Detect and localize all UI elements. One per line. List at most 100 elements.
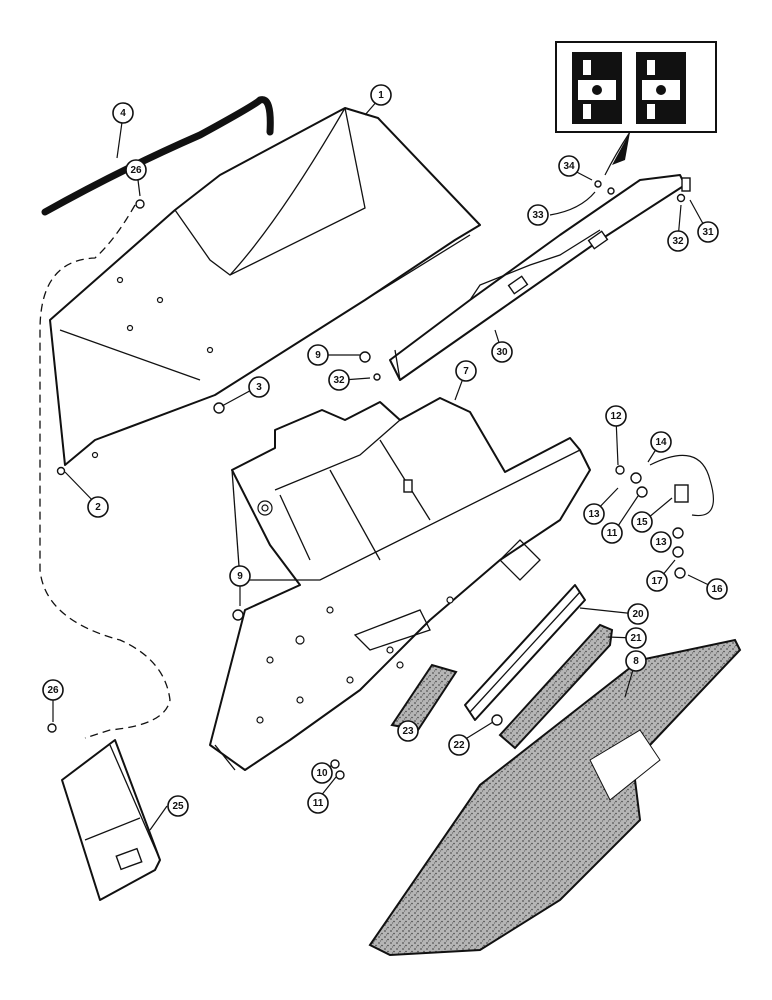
callout-c8: 8 (625, 650, 647, 672)
callout-number: 26 (47, 685, 59, 696)
callout-ring (601, 522, 623, 544)
callout-ring (307, 792, 329, 814)
callout-c9b: 9 (229, 565, 251, 587)
callout-c32a: 32 (328, 369, 350, 391)
callout-c32b: 32 (667, 230, 689, 252)
callout-c10: 10 (311, 762, 333, 784)
callout-ring (667, 230, 689, 252)
callout-number: 32 (333, 375, 345, 386)
callout-c26b: 26 (42, 679, 64, 701)
callout-c3: 3 (248, 376, 270, 398)
callout-ring (229, 565, 251, 587)
callout-number: 8 (633, 656, 639, 667)
callout-number: 13 (588, 509, 600, 520)
callout-number: 20 (632, 609, 644, 620)
callout-ring (397, 720, 419, 742)
callout-ring (631, 511, 653, 533)
callout-c13b: 13 (650, 531, 672, 553)
callout-c33: 33 (527, 204, 549, 226)
callout-number: 14 (655, 437, 667, 448)
callout-c14: 14 (650, 431, 672, 453)
callout-ring (328, 369, 350, 391)
callout-number: 15 (636, 517, 648, 528)
callout-ring (370, 84, 392, 106)
callout-number: 7 (463, 366, 469, 377)
callout-number: 31 (702, 227, 714, 238)
part-7-main-housing (209, 397, 591, 771)
callout-number: 32 (672, 236, 684, 247)
callout-number: 2 (95, 502, 101, 513)
callout-number: 10 (316, 768, 328, 779)
callout-ring (448, 734, 470, 756)
callout-c13a: 13 (583, 503, 605, 525)
callout-number: 25 (172, 801, 184, 812)
callout-ring (650, 431, 672, 453)
callout-ring (625, 627, 647, 649)
callout-c9a: 9 (307, 344, 329, 366)
callout-c22: 22 (448, 734, 470, 756)
callout-ring (697, 221, 719, 243)
callout-number: 4 (120, 108, 126, 119)
callout-number: 11 (607, 528, 618, 539)
callout-number: 3 (256, 382, 262, 393)
callout-c16: 16 (706, 578, 728, 600)
callout-ring (706, 578, 728, 600)
callout-number: 26 (130, 165, 142, 176)
callout-ring (455, 360, 477, 382)
callout-number: 30 (496, 347, 508, 358)
callout-ring (625, 650, 647, 672)
callout-c11b: 11 (601, 522, 623, 544)
callout-c21: 21 (625, 627, 647, 649)
callout-c12: 12 (605, 405, 627, 427)
callout-number: 12 (610, 411, 622, 422)
callout-c26a: 26 (125, 159, 147, 181)
callout-bubbles: 1234789910111112131314151617202122232526… (42, 84, 728, 817)
callout-number: 23 (402, 726, 414, 737)
callout-c17: 17 (646, 570, 668, 592)
callout-number: 21 (630, 633, 642, 644)
callout-number: 9 (237, 571, 243, 582)
callout-ring (87, 496, 109, 518)
callout-ring (125, 159, 147, 181)
callout-c25: 25 (167, 795, 189, 817)
callout-ring (307, 344, 329, 366)
callout-ring (583, 503, 605, 525)
callout-number: 16 (711, 584, 723, 595)
callout-number: 11 (313, 798, 324, 809)
callout-ring (248, 376, 270, 398)
callout-c7: 7 (455, 360, 477, 382)
callout-number: 9 (315, 350, 321, 361)
part-25-side-cover (61, 739, 161, 901)
connector-detail-inset (555, 41, 717, 176)
callout-c2: 2 (87, 496, 109, 518)
callout-ring (646, 570, 668, 592)
callout-ring (605, 405, 627, 427)
part-20-plate (464, 584, 586, 721)
part-1-cowl-panel (49, 107, 481, 466)
hardware-items (47, 177, 714, 780)
dashed-wire-route (39, 204, 171, 739)
callout-number: 34 (563, 161, 575, 172)
callout-ring (42, 679, 64, 701)
callout-ring (627, 603, 649, 625)
callout-ring (650, 531, 672, 553)
callout-number: 17 (651, 576, 663, 587)
part-4-seal-strip (41, 96, 274, 216)
callout-c1: 1 (370, 84, 392, 106)
callout-c4: 4 (112, 102, 134, 124)
callout-c15: 15 (631, 511, 653, 533)
callout-c34: 34 (558, 155, 580, 177)
callout-c23: 23 (397, 720, 419, 742)
part-23-small-gasket (390, 663, 458, 732)
callout-number: 13 (655, 537, 667, 548)
callout-c30: 30 (491, 341, 513, 363)
callout-ring (167, 795, 189, 817)
callout-ring (558, 155, 580, 177)
callout-ring (527, 204, 549, 226)
callout-c20: 20 (627, 603, 649, 625)
callout-ring (311, 762, 333, 784)
callout-ring (491, 341, 513, 363)
callout-c11a: 11 (307, 792, 329, 814)
callout-number: 33 (532, 210, 544, 221)
